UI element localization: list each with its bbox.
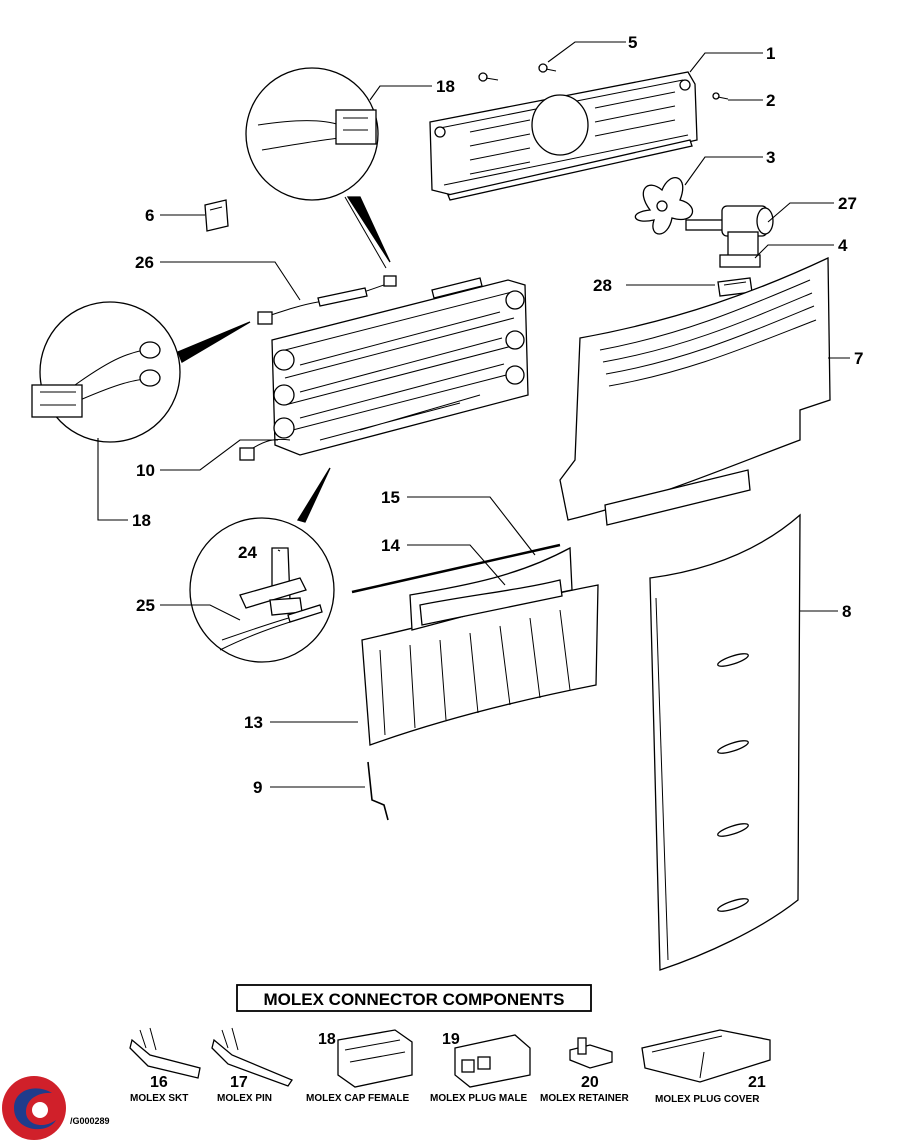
callout-26: 26 (135, 253, 154, 272)
molex-skt-icon (129, 1027, 201, 1079)
callout-15: 15 (381, 488, 400, 507)
callout-10: 10 (136, 461, 155, 480)
callout-4: 4 (838, 236, 848, 255)
molex-title: MOLEX CONNECTOR COMPONENTS (264, 990, 565, 1009)
molex-17-label: MOLEX PIN (217, 1093, 272, 1104)
callout-7: 7 (854, 349, 863, 368)
callout-13: 13 (244, 713, 263, 732)
callout-24: 24 (238, 543, 257, 562)
callout-1: 1 (766, 44, 775, 63)
molex-plug-male-icon (454, 1034, 531, 1088)
molex-21-number: 21 (748, 1074, 766, 1091)
leader-lines (97, 41, 850, 788)
callout-14: 14 (381, 536, 400, 555)
callout-5: 5 (628, 33, 637, 52)
molex-cap-female-icon (337, 1029, 413, 1088)
part-27-fan-motor (685, 205, 774, 268)
detail-connector-top (245, 67, 391, 269)
molex-19-number: 19 (442, 1031, 460, 1048)
callout-8: 8 (842, 602, 851, 621)
part-5-screws (478, 63, 557, 82)
part-8-rear-panel (649, 513, 801, 971)
molex-19-label: MOLEX PLUG MALE (430, 1093, 528, 1104)
document-code: /G000289 (70, 1116, 110, 1126)
molex-retainer-icon (569, 1037, 613, 1069)
molex-18-label: MOLEX CAP FEMALE (306, 1093, 409, 1104)
part-6-clip (204, 199, 229, 232)
callout-25: 25 (136, 596, 155, 615)
molex-pin-icon (211, 1027, 293, 1087)
callout-27: 27 (838, 194, 857, 213)
molex-21-label: MOLEX PLUG COVER (655, 1094, 760, 1105)
part-1-fan-cover (429, 71, 698, 201)
callout-9: 9 (253, 778, 262, 797)
callout-2: 2 (766, 91, 775, 110)
molex-20-label: MOLEX RETAINER (540, 1093, 629, 1104)
brand-logo (2, 1076, 66, 1140)
part-9-clip (367, 761, 389, 821)
callout-18-top: 18 (436, 77, 455, 96)
callout-6: 6 (145, 206, 154, 225)
part-7-evaporator-cover (559, 256, 831, 526)
part-2-screw (712, 92, 729, 100)
callouts: 5 1 2 3 27 4 28 7 8 18 6 26 10 18 24 25 … (132, 33, 863, 797)
detail-sensor (189, 467, 335, 663)
molex-18-number: 18 (318, 1031, 336, 1048)
part-3-fan-blade (634, 177, 694, 235)
molex-components-section: MOLEX CONNECTOR COMPONENTS 16 MOLEX SKT … (129, 984, 771, 1105)
callout-28: 28 (593, 276, 612, 295)
molex-16-label: MOLEX SKT (130, 1093, 188, 1104)
callout-3: 3 (766, 148, 775, 167)
molex-17-number: 17 (230, 1074, 248, 1091)
detail-connector-left (31, 301, 251, 443)
callout-18-left: 18 (132, 511, 151, 530)
molex-16-number: 16 (150, 1074, 168, 1091)
molex-plug-cover-icon (641, 1029, 771, 1083)
evaporator-coil (239, 275, 529, 461)
molex-20-number: 20 (581, 1074, 599, 1091)
part-13-drain-tray (351, 543, 599, 746)
